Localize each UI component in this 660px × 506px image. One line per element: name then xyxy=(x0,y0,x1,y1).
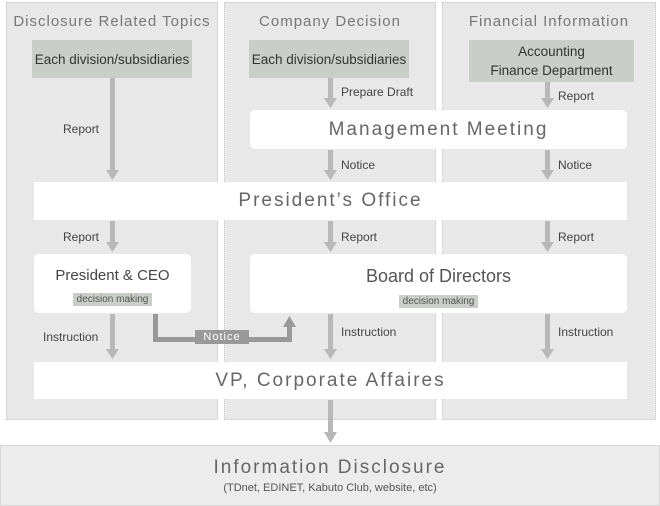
source-box-col1: Each division/subsidiaries xyxy=(32,40,192,78)
president-ceo-box: President & CEO decision making xyxy=(34,254,191,313)
arrow-label-instruction: Instruction xyxy=(341,325,397,339)
arrow-shaft xyxy=(328,314,333,350)
arrow-head xyxy=(324,242,337,252)
connector-up xyxy=(287,325,292,342)
arrow-head xyxy=(324,170,337,180)
arrow-shaft xyxy=(545,221,550,243)
arrow-shaft xyxy=(328,221,333,243)
arrow-shaft xyxy=(110,78,115,170)
arrow-label-report: Report xyxy=(341,230,378,244)
source-box-col3: Accounting Finance Department xyxy=(469,40,634,82)
arrow-head xyxy=(541,242,554,252)
information-disclosure-box: Information Disclosure (TDnet, EDINET, K… xyxy=(0,445,660,506)
information-disclosure-channels: (TDnet, EDINET, Kabuto Club, website, et… xyxy=(223,482,437,494)
arrow-shaft xyxy=(545,314,550,350)
arrow-head xyxy=(541,349,554,359)
column-title: Financial Information xyxy=(468,13,630,30)
board-of-directors-box: Board of Directors decision making xyxy=(250,254,627,313)
arrow-label-report: Report xyxy=(63,122,100,136)
arrow-label-report: Report xyxy=(558,89,595,103)
connector-down xyxy=(153,314,158,342)
vp-label: VP, Corporate Affaires xyxy=(215,370,446,391)
decision-making-tag: decision making xyxy=(398,295,479,308)
decision-making-tag: decision making xyxy=(72,293,153,306)
arrow-shaft xyxy=(110,221,115,243)
notice-connector-label: Notice xyxy=(195,330,249,344)
presidents-office-label: President’s Office xyxy=(238,190,423,211)
arrow-label-instruction: Instruction xyxy=(558,325,614,339)
arrow-shaft xyxy=(328,400,333,433)
arrow-shaft xyxy=(328,150,333,171)
column-title: Disclosure Related Topics xyxy=(13,13,211,30)
source-label-line1: Accounting xyxy=(518,44,585,59)
presidents-office-bar: President’s Office xyxy=(34,182,627,220)
arrow-label-prepare-draft: Prepare Draft xyxy=(341,85,414,99)
arrow-head xyxy=(106,170,119,180)
arrow-head xyxy=(106,349,119,359)
vp-corporate-affairs-bar: VP, Corporate Affaires xyxy=(34,362,627,399)
arrow-label-instruction: Instruction xyxy=(43,330,99,344)
arrow-head xyxy=(106,242,119,252)
source-label: Each division/subsidiaries xyxy=(34,51,190,67)
arrow-head xyxy=(541,98,554,108)
arrow-shaft xyxy=(110,314,115,350)
source-box-col2: Each division/subsidiaries xyxy=(249,40,409,78)
arrow-label-notice: Notice xyxy=(558,158,593,172)
source-label-line2: Finance Department xyxy=(490,63,613,78)
arrow-head xyxy=(324,432,337,443)
arrow-label-report: Report xyxy=(558,230,595,244)
management-meeting-box: Management Meeting xyxy=(250,110,627,149)
column-title: Company Decision xyxy=(259,13,401,30)
information-disclosure-title: Information Disclosure xyxy=(213,457,447,478)
president-ceo-label: President & CEO xyxy=(55,267,170,284)
source-label: Each division/subsidiaries xyxy=(251,51,407,67)
arrow-shaft xyxy=(545,82,550,99)
management-meeting-label: Management Meeting xyxy=(328,119,549,140)
arrow-head xyxy=(324,349,337,359)
board-label: Board of Directors xyxy=(365,266,512,286)
connector-arrow-head xyxy=(283,316,296,327)
arrow-shaft xyxy=(328,78,333,100)
arrow-head xyxy=(541,170,554,180)
arrow-shaft xyxy=(545,150,550,171)
arrow-label-report: Report xyxy=(63,230,100,244)
arrow-label-notice: Notice xyxy=(341,158,376,172)
arrow-head xyxy=(324,98,337,108)
